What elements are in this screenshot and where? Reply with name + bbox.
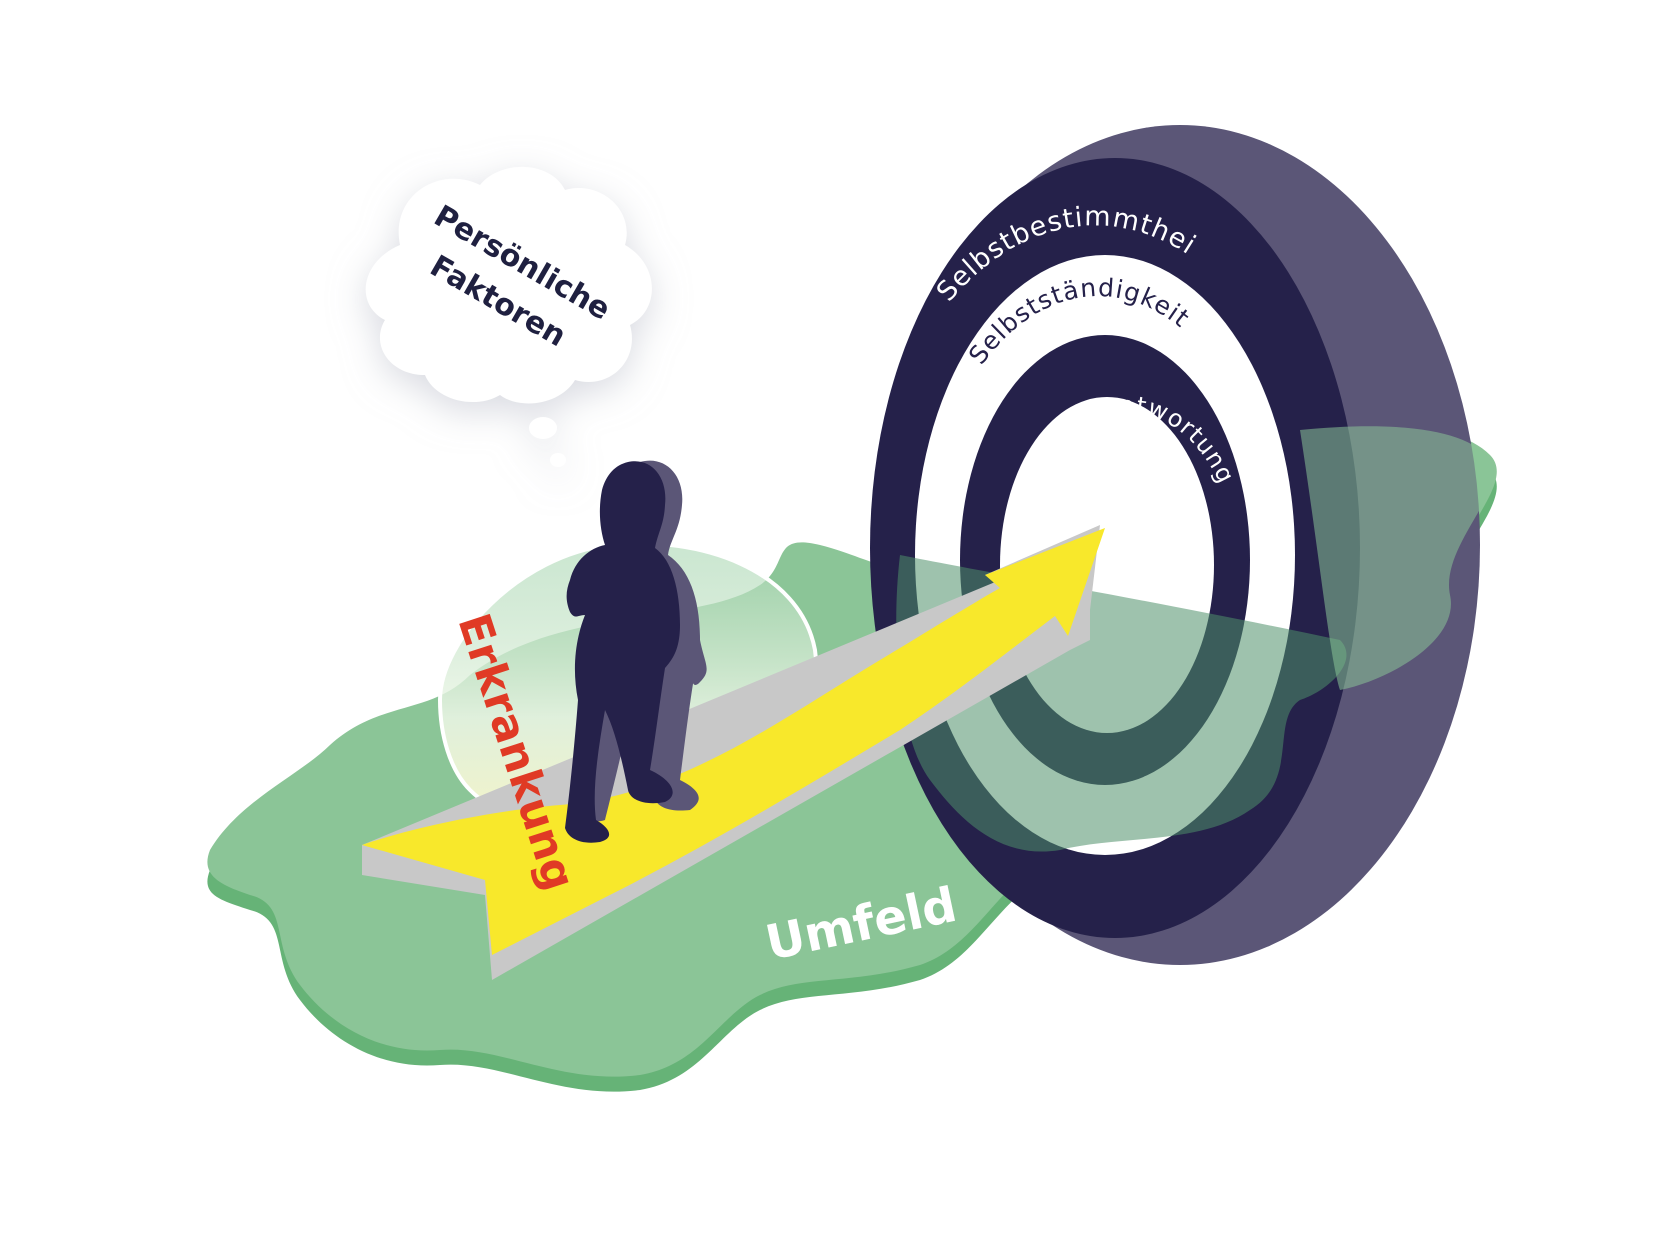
person-silhouette [565,461,680,843]
thought-cloud [365,166,652,404]
thought-bubble [365,166,652,467]
thought-dot-large [529,417,557,439]
progress-arrow [362,528,1105,955]
thought-dot-small [550,453,566,467]
environment-overlay-light [1300,426,1494,690]
